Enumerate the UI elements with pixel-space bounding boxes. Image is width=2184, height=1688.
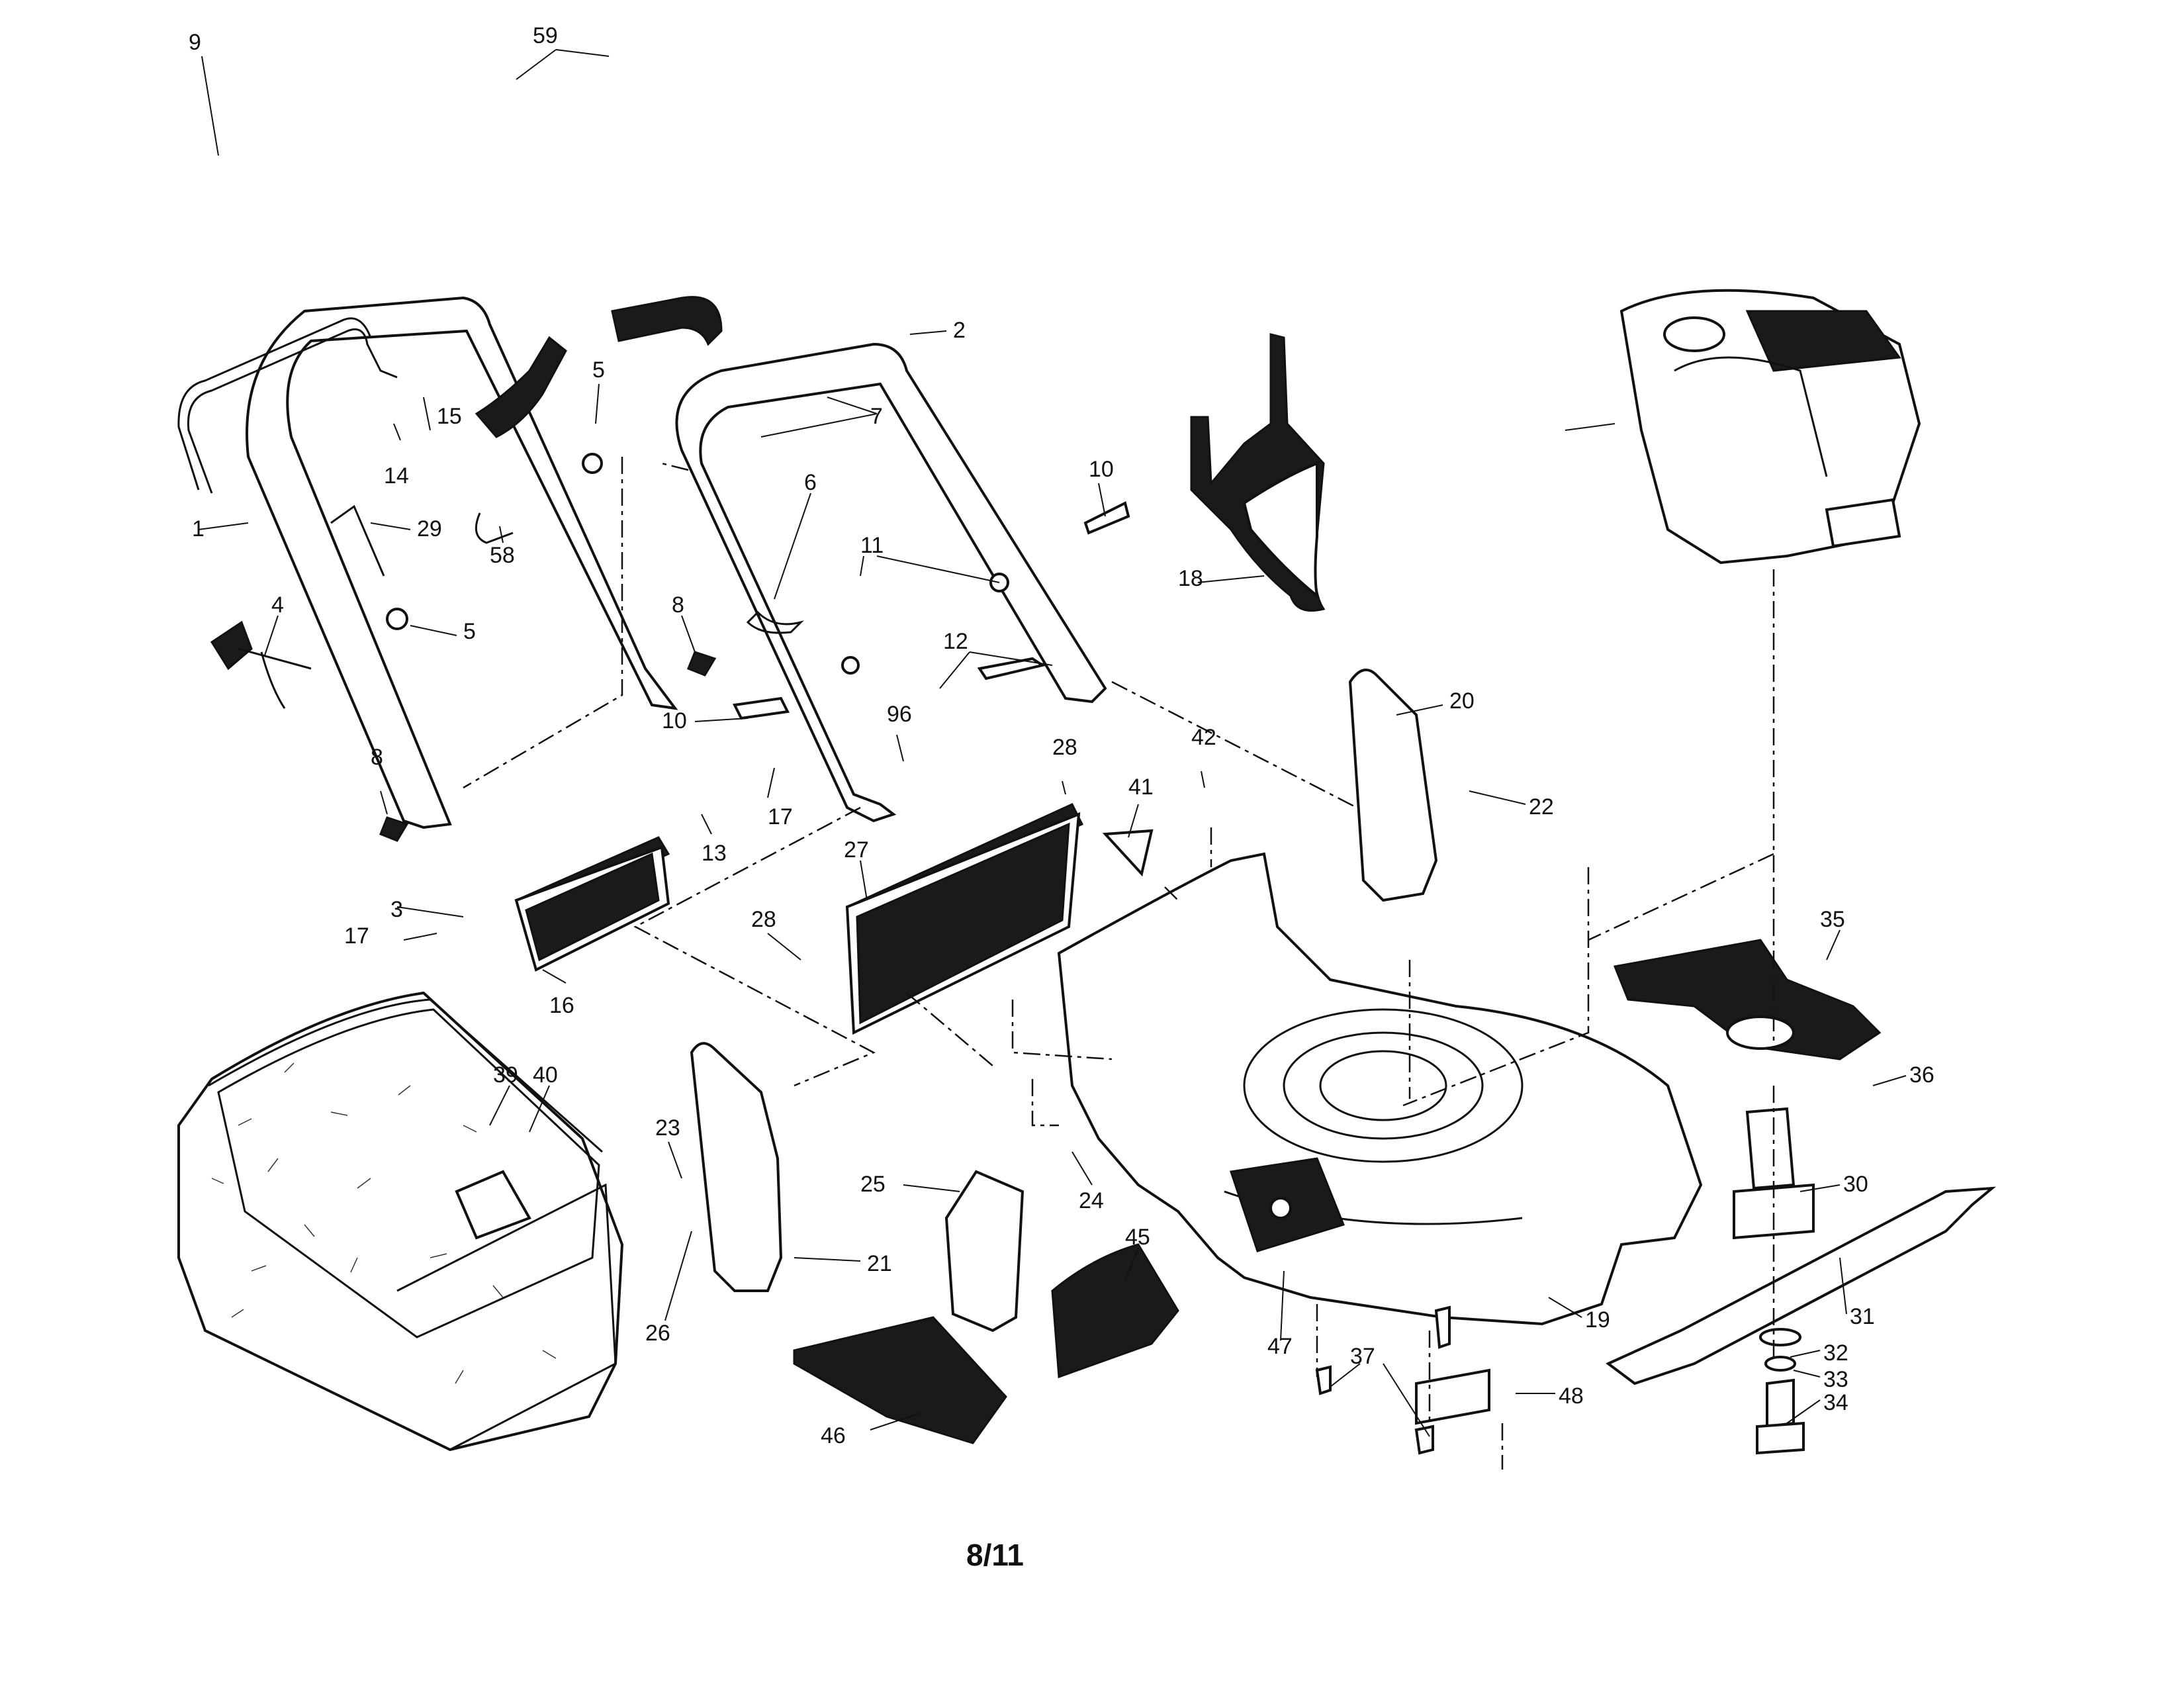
mower-blade bbox=[1606, 1186, 1997, 1385]
callout-26: 26 bbox=[645, 1321, 670, 1346]
blade-hub bbox=[1733, 1107, 1815, 1240]
callout-35: 35 bbox=[1820, 907, 1845, 932]
callout-37: 37 bbox=[1350, 1344, 1375, 1369]
callout-33: 33 bbox=[1823, 1367, 1848, 1392]
callout-16: 16 bbox=[549, 993, 574, 1018]
callout-41: 41 bbox=[1128, 774, 1154, 800]
page-number: 8/11 bbox=[966, 1538, 1024, 1572]
callout-1: 1 bbox=[192, 516, 205, 541]
deck-pads bbox=[793, 1157, 1345, 1444]
bail-rod bbox=[177, 317, 398, 494]
callout-17b: 17 bbox=[344, 923, 369, 949]
mulch-plug bbox=[1190, 333, 1326, 612]
callout-34: 34 bbox=[1823, 1390, 1848, 1415]
callout-59: 59 bbox=[533, 23, 558, 48]
callout-5a: 5 bbox=[592, 357, 605, 383]
wheel-brackets bbox=[1315, 1305, 1490, 1455]
callout-39: 39 bbox=[493, 1062, 518, 1088]
callout-18: 18 bbox=[1178, 566, 1203, 591]
callout-96: 96 bbox=[887, 702, 912, 727]
callout-27: 27 bbox=[844, 837, 869, 863]
handle-hose bbox=[475, 296, 723, 438]
side-plate-25 bbox=[944, 1170, 1024, 1333]
callout-8a: 8 bbox=[672, 592, 684, 618]
callout-15: 15 bbox=[437, 404, 462, 429]
callout-8b: 8 bbox=[371, 745, 383, 770]
callout-10b: 10 bbox=[662, 708, 687, 733]
callout-28a: 28 bbox=[1052, 735, 1077, 760]
callout-40: 40 bbox=[533, 1062, 558, 1088]
callout-19: 19 bbox=[1585, 1307, 1610, 1333]
callout-13: 13 bbox=[702, 841, 727, 866]
handle-knob-left bbox=[210, 620, 312, 709]
callout-29: 29 bbox=[417, 516, 442, 541]
rear-door-center bbox=[845, 803, 1084, 1035]
blade-bolt-stack bbox=[1756, 1328, 1805, 1455]
leader-lines bbox=[198, 49, 1907, 1437]
rear-door-left bbox=[514, 836, 670, 972]
callout-25: 25 bbox=[860, 1172, 886, 1197]
callout-labels: 9 59 2 5 7 14 15 10 1 29 6 11 58 4 5 8 1… bbox=[189, 23, 1934, 1448]
height-adjuster-front bbox=[1348, 669, 1438, 902]
bolt-parts bbox=[330, 453, 1130, 842]
callout-7: 7 bbox=[870, 404, 883, 429]
callout-5b: 5 bbox=[463, 619, 476, 644]
height-adjuster-rear bbox=[690, 1042, 783, 1292]
mower-deck bbox=[1057, 852, 1703, 1326]
grass-bag bbox=[177, 991, 624, 1452]
callout-2: 2 bbox=[953, 318, 966, 343]
callout-11: 11 bbox=[860, 533, 884, 558]
cable-tie bbox=[746, 610, 804, 634]
callout-9: 9 bbox=[189, 30, 201, 55]
callout-48: 48 bbox=[1559, 1383, 1584, 1409]
callout-3: 3 bbox=[390, 897, 403, 922]
callout-12: 12 bbox=[943, 629, 968, 654]
callout-32: 32 bbox=[1823, 1340, 1848, 1366]
upper-handle bbox=[675, 342, 1107, 823]
callout-31: 31 bbox=[1850, 1304, 1875, 1329]
callout-10a: 10 bbox=[1089, 457, 1114, 482]
lower-handle-left bbox=[246, 296, 678, 829]
callout-6: 6 bbox=[804, 470, 817, 495]
spacer-41 bbox=[1102, 829, 1154, 877]
assembly-lines bbox=[463, 457, 1775, 1470]
blade-adapter bbox=[1613, 939, 1882, 1060]
callout-46: 46 bbox=[821, 1423, 846, 1448]
callout-17a: 17 bbox=[768, 804, 793, 829]
callout-58: 58 bbox=[490, 543, 515, 568]
callout-45: 45 bbox=[1125, 1225, 1150, 1250]
callout-47: 47 bbox=[1267, 1334, 1293, 1359]
callout-28b: 28 bbox=[751, 907, 776, 932]
callout-30: 30 bbox=[1843, 1172, 1868, 1197]
callout-22: 22 bbox=[1529, 794, 1554, 820]
callout-4: 4 bbox=[271, 592, 284, 618]
callout-21: 21 bbox=[867, 1251, 892, 1276]
callout-36: 36 bbox=[1909, 1062, 1934, 1088]
engine bbox=[1619, 289, 1921, 565]
callout-14: 14 bbox=[384, 463, 409, 489]
callout-23: 23 bbox=[655, 1115, 680, 1141]
callout-24: 24 bbox=[1079, 1188, 1104, 1213]
callout-20: 20 bbox=[1449, 688, 1475, 714]
callout-42: 42 bbox=[1191, 725, 1216, 750]
